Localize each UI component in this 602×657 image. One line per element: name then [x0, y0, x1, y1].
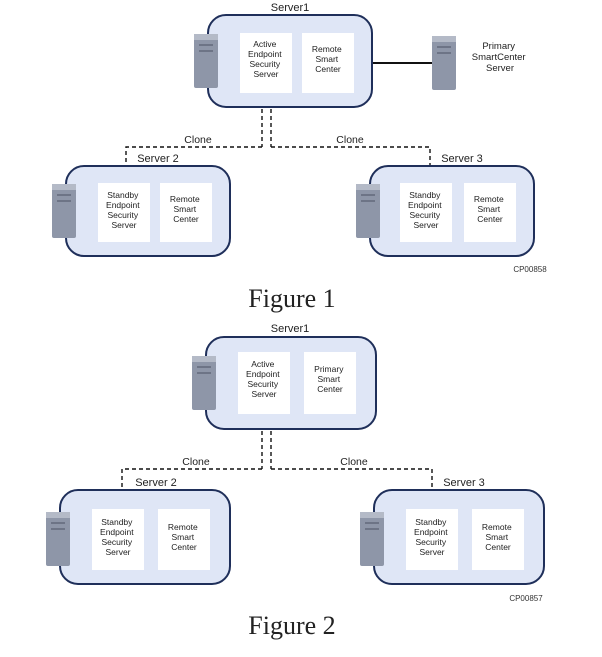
primary-smartcenter-label: Primary SmartCenter Server — [472, 41, 529, 74]
server1-left-box-label: Active Endpoint Security Server — [246, 359, 282, 399]
figure-code: CP00858 — [513, 265, 547, 274]
server3-title: Server 3 — [441, 153, 483, 165]
server-icon — [356, 184, 380, 238]
clone-label-left: Clone — [184, 134, 212, 146]
server3-left-box — [406, 509, 458, 570]
server3-right-box-label: Remote Smart Center — [474, 194, 506, 224]
server3-left-box-label: Standby Endpoint Security Server — [408, 190, 444, 230]
server-icon — [432, 36, 456, 90]
server-icon — [192, 356, 216, 410]
figure-caption: Figure 1 — [248, 284, 335, 313]
server2-right-box-label: Remote Smart Center — [168, 522, 200, 552]
figure-2: Server1 Active Endpoint Security Server … — [0, 322, 602, 652]
server-icon — [46, 512, 70, 566]
server2-left-box-label: Standby Endpoint Security Server — [100, 517, 136, 557]
server1-title: Server1 — [271, 2, 310, 14]
server1-title: Server1 — [271, 323, 310, 335]
server2-title: Server 2 — [135, 477, 177, 489]
server1-right-box-label: Remote Smart Center — [312, 44, 344, 74]
figure-1-diagram: Server1 Active Endpoint Security Server … — [52, 2, 547, 313]
server-icon — [52, 184, 76, 238]
figure-1: Server1 Active Endpoint Security Server … — [52, 2, 547, 313]
figure-caption: Figure 2 — [248, 611, 335, 640]
server1-left-box — [238, 352, 290, 414]
server3-title: Server 3 — [443, 477, 485, 489]
server-icon — [360, 512, 384, 566]
server1-right-box — [302, 33, 354, 93]
server3-right-box — [472, 509, 524, 570]
figure-2-diagram: Server1 Active Endpoint Security Server … — [46, 323, 545, 640]
server2-left-box-label: Standby Endpoint Security Server — [106, 190, 142, 230]
server1-right-box-label: Primary Smart Center — [314, 364, 346, 394]
clone-label-right: Clone — [340, 456, 368, 468]
server2-right-box-label: Remote Smart Center — [170, 194, 202, 224]
server2-left-box — [92, 509, 144, 570]
server2-left-box — [98, 183, 150, 242]
server-icon — [194, 34, 218, 88]
clone-label-right: Clone — [336, 134, 364, 146]
server3-right-box-label: Remote Smart Center — [482, 522, 514, 552]
server1-right-box — [304, 352, 356, 414]
clone-label-left: Clone — [182, 456, 210, 468]
server1-left-box — [240, 33, 292, 93]
server3-right-box — [464, 183, 516, 242]
server2-title: Server 2 — [137, 153, 179, 165]
server3-left-box-label: Standby Endpoint Security Server — [414, 517, 450, 557]
figure-code: CP00857 — [509, 594, 543, 603]
server2-right-box — [158, 509, 210, 570]
server3-left-box — [400, 183, 452, 242]
server1-left-box-label: Active Endpoint Security Server — [248, 39, 284, 79]
server2-right-box — [160, 183, 212, 242]
